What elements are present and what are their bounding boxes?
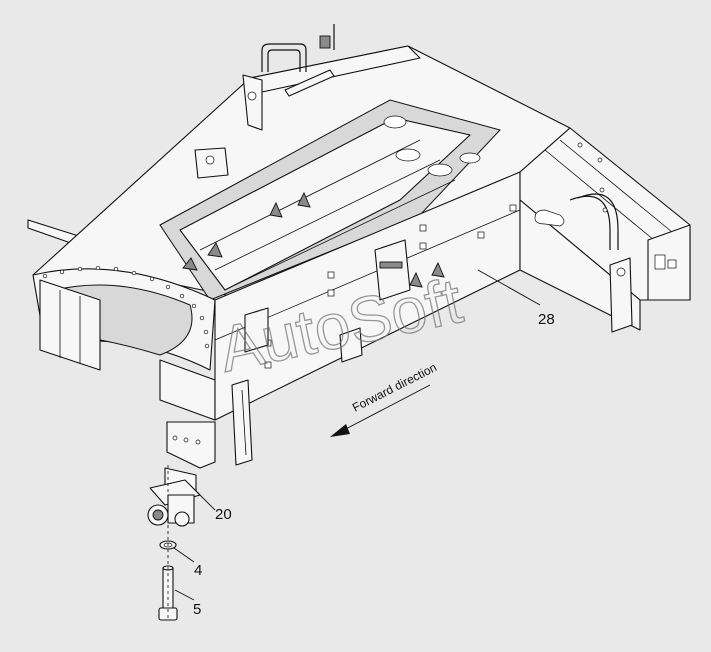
main-frame [27,45,571,466]
lift-handle [194,24,335,179]
callout-5: 5 [193,601,201,618]
callout-4: 4 [194,562,202,579]
part-20-bracket [147,421,216,527]
rear-arm [519,127,691,333]
front-bolt-holes [42,265,210,349]
deck-lugs [182,191,445,288]
callout-20: 20 [215,506,232,523]
callout-28: 28 [538,311,555,328]
callouts: 20 28 4 5 [173,269,555,618]
forward-direction-arrow: Forward direction [330,360,439,437]
